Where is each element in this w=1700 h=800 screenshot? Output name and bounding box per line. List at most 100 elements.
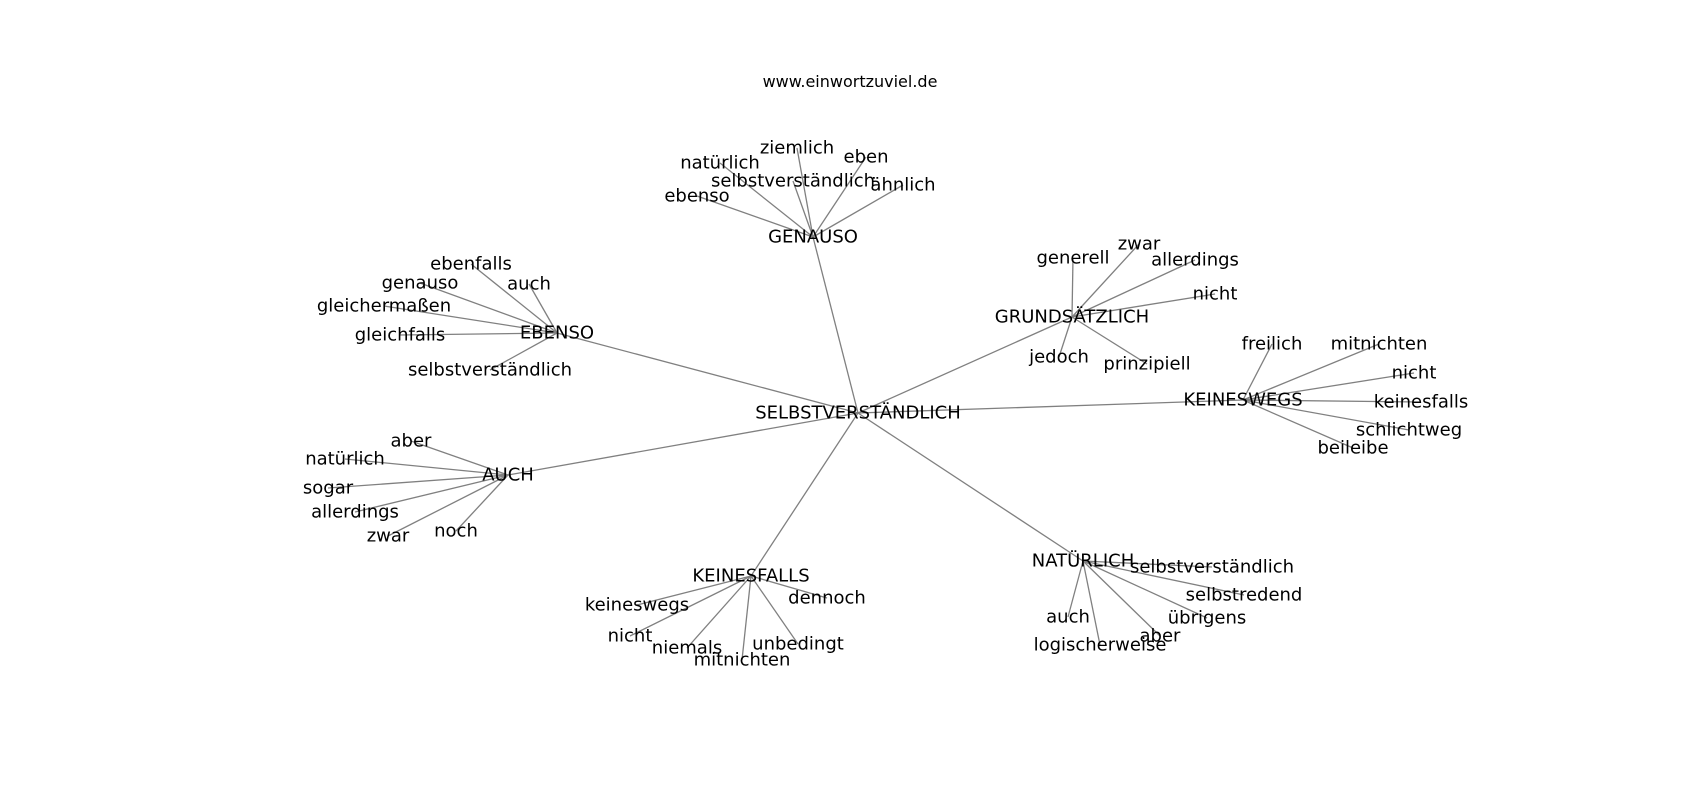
edge-auch-allerdings (354, 474, 509, 513)
edge-keineswegs-freilich (1242, 343, 1273, 401)
node-leaf-natuerlich-logischerweise: logischerweise (1034, 635, 1167, 656)
node-leaf-grundsaetzlich-allerdings: allerdings (1151, 250, 1239, 271)
node-leaf-keinesfalls-mitnichten: mitnichten (694, 650, 791, 671)
node-leaf-natuerlich-aber: aber (1140, 626, 1182, 647)
node-leaf-grundsaetzlich-prinzipiell: prinzipiell (1103, 354, 1190, 375)
edge-grundsaetzlich-zwar (1071, 243, 1140, 318)
edge-ebenso-genauso (419, 282, 558, 334)
edge-grundsaetzlich-allerdings (1071, 259, 1196, 318)
node-leaf-grundsaetzlich-zwar: zwar (1118, 234, 1161, 255)
edge-root-ebenso (556, 332, 859, 414)
node-leaf-genauso-ebenso: ebenso (664, 186, 729, 207)
node-leaf-auch-natuerlich: natürlich (305, 449, 385, 470)
edge-root-keinesfalls (750, 412, 859, 577)
edge-genauso-eben (812, 156, 867, 238)
node-leaf-natuerlich-selbstverstaendlich: selbstverständlich (1130, 557, 1294, 578)
edges-layer (327, 147, 1422, 661)
edge-keinesfalls-niemals (686, 575, 752, 649)
edge-auch-zwar (387, 474, 509, 537)
node-hub-keineswegs: KEINESWEGS (1183, 390, 1302, 411)
node-hub-natuerlich: NATÜRLICH (1032, 550, 1135, 572)
edge-keinesfalls-mitnichten (741, 575, 752, 661)
node-leaf-natuerlich-selbstredend: selbstredend (1186, 585, 1303, 606)
node-leaf-keinesfalls-niemals: niemals (652, 638, 722, 659)
edge-root-auch (507, 412, 859, 476)
node-leaf-genauso-natuerlich: natürlich (680, 153, 760, 174)
node-leaf-ebenso-gleichermassen: gleichermaßen (317, 296, 451, 317)
edge-natuerlich-selbstredend (1082, 560, 1245, 596)
node-leaf-keinesfalls-nicht: nicht (608, 626, 653, 647)
edge-natuerlich-uebrigens (1082, 560, 1208, 619)
edge-keinesfalls-unbedingt (750, 575, 799, 645)
edge-ebenso-gleichermassen (383, 305, 558, 334)
edge-ebenso-ebenfalls (470, 263, 558, 334)
node-leaf-auch-allerdings: allerdings (311, 502, 399, 523)
edge-keinesfalls-dennoch (750, 575, 828, 599)
node-leaf-keineswegs-freilich: freilich (1242, 334, 1303, 355)
node-hub-keinesfalls: KEINESFALLS (692, 566, 809, 587)
node-leaf-grundsaetzlich-generell: generell (1036, 248, 1109, 269)
node-hub-grundsaetzlich: GRUNDSÄTZLICH (995, 307, 1149, 328)
node-leaf-genauso-eben: eben (844, 147, 889, 168)
node-root-selbstverstaendlich: SELBSTVERSTÄNDLICH (755, 403, 961, 424)
edge-natuerlich-logischerweise (1082, 560, 1101, 646)
edge-keineswegs-nicht (1242, 372, 1415, 401)
node-leaf-keinesfalls-dennoch: dennoch (788, 588, 866, 609)
node-leaf-auch-sogar: sogar (303, 478, 354, 499)
edge-grundsaetzlich-generell (1071, 257, 1074, 318)
edge-genauso-aehnlich (812, 184, 904, 238)
labels-layer: SELBSTVERSTÄNDLICHGENAUSOziemlichnatürli… (303, 138, 1468, 671)
edge-genauso-selbstverstaendlich (792, 180, 814, 238)
edge-ebenso-selbstverstaendlich (489, 332, 558, 371)
node-leaf-genauso-aehnlich: ähnlich (870, 175, 935, 196)
node-leaf-natuerlich-uebrigens: übrigens (1168, 608, 1247, 629)
node-leaf-keineswegs-schlichtweg: schlichtweg (1356, 420, 1462, 441)
node-leaf-genauso-selbstverstaendlich: selbstverständlich (711, 171, 875, 192)
edge-auch-aber (410, 440, 509, 476)
node-leaf-auch-zwar: zwar (367, 526, 410, 547)
edge-natuerlich-auch (1067, 560, 1084, 618)
node-leaf-ebenso-gleichfalls: gleichfalls (355, 325, 446, 346)
edge-genauso-ebenso (696, 195, 814, 238)
edge-auch-noch (455, 474, 509, 532)
node-leaf-ebenso-genauso: genauso (382, 273, 459, 294)
node-leaf-grundsaetzlich-nicht: nicht (1193, 284, 1238, 305)
edge-keineswegs-mitnichten (1242, 343, 1380, 401)
edge-keinesfalls-keineswegs (636, 575, 752, 606)
node-leaf-keinesfalls-unbedingt: unbedingt (752, 634, 844, 655)
node-hub-genauso: GENAUSO (768, 227, 858, 248)
edge-keineswegs-schlichtweg (1242, 399, 1410, 431)
node-leaf-keineswegs-keinesfalls: keinesfalls (1374, 392, 1468, 413)
node-leaf-ebenso-ebenfalls: ebenfalls (430, 254, 512, 275)
node-leaf-keineswegs-nicht: nicht (1392, 363, 1437, 384)
edge-root-grundsaetzlich (857, 316, 1073, 414)
edge-genauso-ziemlich (796, 147, 814, 238)
node-leaf-keineswegs-beileibe: beileibe (1317, 438, 1388, 459)
edge-grundsaetzlich-jedoch (1058, 316, 1073, 358)
edge-keineswegs-beileibe (1242, 399, 1354, 449)
node-leaf-auch-noch: noch (434, 521, 478, 542)
edge-ebenso-auch (528, 283, 558, 334)
node-hub-ebenso: EBENSO (520, 323, 594, 344)
node-leaf-ebenso-selbstverstaendlich: selbstverständlich (408, 360, 572, 381)
edge-root-genauso (812, 236, 859, 414)
edge-auch-sogar (327, 474, 509, 489)
node-leaf-ebenso-auch: auch (507, 274, 551, 295)
edge-ebenso-gleichfalls (399, 332, 558, 336)
node-leaf-auch-aber: aber (391, 431, 433, 452)
edge-auch-natuerlich (344, 458, 509, 476)
node-leaf-grundsaetzlich-jedoch: jedoch (1028, 347, 1089, 368)
edge-keineswegs-keinesfalls (1242, 399, 1422, 403)
edge-genauso-natuerlich (719, 162, 814, 238)
edge-keinesfalls-nicht (629, 575, 752, 637)
node-leaf-keinesfalls-keineswegs: keineswegs (585, 595, 689, 616)
node-leaf-genauso-ziemlich: ziemlich (760, 138, 834, 159)
site-title: www.einwortzuviel.de (762, 72, 938, 91)
edge-root-natuerlich (857, 412, 1084, 562)
edge-natuerlich-selbstverstaendlich (1082, 560, 1213, 568)
node-leaf-keineswegs-mitnichten: mitnichten (1331, 334, 1428, 355)
edge-grundsaetzlich-nicht (1071, 293, 1216, 318)
edge-root-keineswegs (857, 399, 1244, 414)
node-leaf-natuerlich-auch: auch (1046, 607, 1090, 628)
